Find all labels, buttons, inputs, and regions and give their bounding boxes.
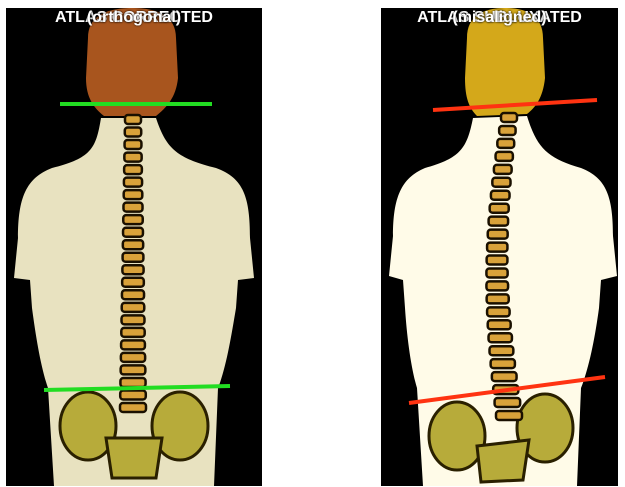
vertebra — [121, 328, 144, 337]
vertebra — [489, 217, 508, 226]
vertebra — [487, 256, 508, 265]
vertebra — [486, 268, 507, 277]
vertebra — [124, 190, 143, 199]
vertebra — [488, 230, 508, 239]
vertebra — [122, 315, 145, 324]
atlas-subluxated-panel: ATLAS SUBLUXATED (misaligned) — [381, 8, 618, 486]
vertebra — [125, 140, 142, 149]
vertebra — [487, 243, 507, 252]
vertebra — [487, 294, 509, 303]
vertebra — [499, 126, 515, 135]
vertebra — [124, 153, 141, 162]
subluxated-body-illustration — [381, 8, 618, 486]
vertebra — [488, 320, 511, 329]
vertebra — [123, 203, 142, 212]
vertebra — [490, 204, 509, 213]
panel-subtitle: (orthogonal) — [6, 8, 262, 28]
vertebra — [125, 128, 141, 137]
panel-subtitle: (misaligned) — [381, 8, 618, 28]
vertebra — [121, 353, 145, 362]
vertebra — [494, 165, 512, 174]
corrected-body-illustration — [6, 8, 262, 486]
vertebra — [124, 165, 142, 174]
vertebra — [492, 178, 510, 187]
vertebra — [497, 139, 514, 148]
vertebra — [120, 403, 146, 412]
vertebra — [487, 307, 510, 316]
vertebra — [491, 191, 510, 200]
vertebra — [496, 152, 513, 161]
vertebra — [120, 390, 146, 399]
vertebra — [492, 372, 517, 381]
vertebra — [122, 290, 144, 299]
vertebra — [486, 281, 508, 290]
vertebra — [490, 346, 514, 355]
vertebra — [121, 340, 145, 349]
vertebra — [489, 333, 512, 342]
vertebra — [491, 359, 515, 368]
vertebra — [122, 278, 144, 287]
vertebra — [122, 265, 143, 274]
vertebra — [123, 253, 144, 262]
vertebra — [125, 115, 141, 124]
vertebra — [124, 178, 142, 187]
vertebra — [496, 411, 522, 420]
vertebra — [123, 228, 143, 237]
vertebra — [495, 398, 521, 407]
vertebra — [120, 378, 145, 387]
vertebra — [121, 365, 146, 374]
vertebra — [501, 113, 517, 122]
atlas-corrected-panel: ATLAS CORRECTED (orthogonal) — [6, 8, 262, 486]
vertebra — [122, 303, 145, 312]
vertebra — [123, 215, 142, 224]
vertebra — [123, 240, 143, 249]
